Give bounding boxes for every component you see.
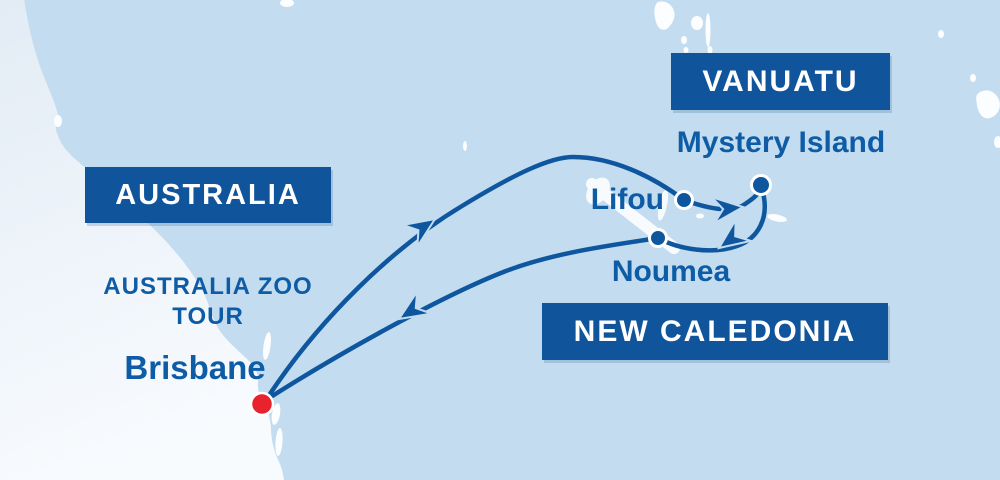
- tour-note-line2: TOUR: [172, 303, 244, 330]
- region-label-vanuatu: VANUATU: [671, 53, 890, 110]
- region-label-new-caledonia-text: NEW CALEDONIA: [573, 314, 857, 348]
- route-mystery-island-to-noumea: [655, 183, 767, 253]
- australia-offshore-islands: [54, 0, 294, 456]
- vanuatu-islands: [463, 1, 1000, 223]
- route-noumea-to-brisbane: [263, 235, 661, 403]
- region-label-vanuatu-text: VANUATU: [702, 64, 859, 98]
- tour-note-line1: AUSTRALIA ZOO: [103, 273, 313, 300]
- region-label-new-caledonia: NEW CALEDONIA: [542, 303, 888, 360]
- port-marker-lifou: [674, 190, 694, 210]
- port-marker-noumea: [648, 228, 668, 248]
- port-marker-brisbane: [249, 391, 275, 417]
- tour-note: AUSTRALIA ZOO TOUR: [103, 272, 312, 332]
- region-label-australia-text: AUSTRALIA: [115, 178, 301, 211]
- arrow-southwest-to-brisbane-icon: [396, 287, 436, 321]
- port-label-lifou: Lifou: [590, 183, 664, 216]
- port-label-brisbane: Brisbane: [124, 349, 266, 386]
- port-marker-mystery-island: [750, 174, 772, 196]
- port-label-noumea: Noumea: [611, 255, 731, 288]
- arrow-northeast-icon: [398, 217, 438, 251]
- port-label-mystery-island: Mystery Island: [676, 126, 886, 159]
- arrow-southwest-to-noumea-icon: [716, 216, 755, 250]
- route-brisbane-to-lifou: [263, 154, 687, 403]
- region-label-australia: AUSTRALIA: [85, 167, 331, 223]
- route-direction-arrows: [396, 195, 755, 321]
- australia-landmass: [0, 0, 284, 480]
- arrow-east-icon: [708, 195, 746, 226]
